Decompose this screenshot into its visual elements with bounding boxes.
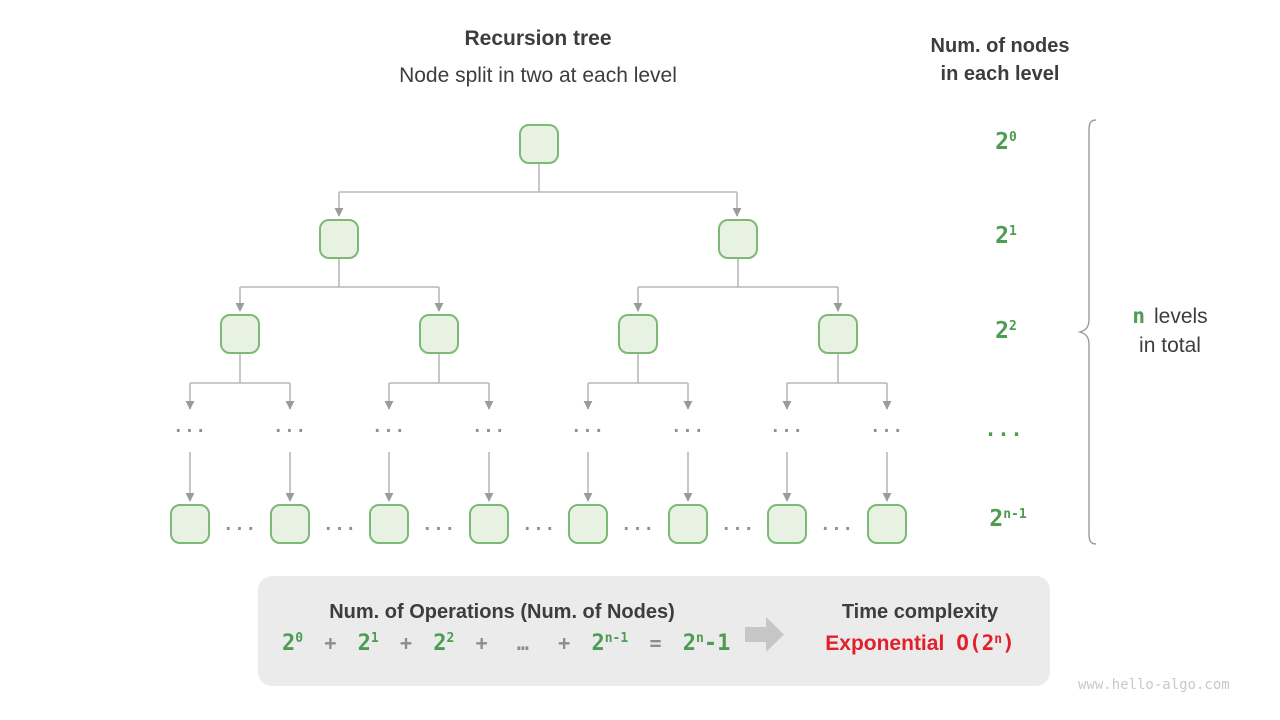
time-complexity-value: Exponential O(2n)	[770, 631, 1070, 656]
figure-title: Recursion tree	[464, 27, 612, 50]
tree-node	[718, 219, 758, 259]
level-count-ellipsis: ...	[984, 417, 1024, 441]
complexity-word: Exponential	[825, 632, 945, 655]
operations-formula: 20 + 21 + 22 + … + 2n-1 = 2n-1	[282, 631, 731, 656]
tree-ellipsis: ...	[273, 417, 307, 437]
tree-ellipsis: ...	[173, 417, 207, 437]
tree-ellipsis: ...	[422, 515, 456, 535]
tree-node	[618, 314, 658, 354]
tree-node	[220, 314, 260, 354]
summary-box-content: Num. of Operations (Num. of Nodes) 20 + …	[258, 576, 1050, 686]
level-count-2^0: 20	[995, 129, 1017, 155]
figure-subtitle: Node split in two at each level	[399, 64, 677, 87]
tree-ellipsis: ...	[820, 515, 854, 535]
tree-node	[369, 504, 409, 544]
tree-node	[319, 219, 359, 259]
level-count-2^1: 21	[995, 223, 1017, 249]
tree-ellipsis: ...	[721, 515, 755, 535]
right-column-header: Num. of nodes in each level	[930, 35, 1070, 85]
operations-title: Num. of Operations (Num. of Nodes)	[329, 601, 675, 623]
tree-ellipsis: ...	[870, 417, 904, 437]
big-o-notation: O(2n)	[956, 631, 1015, 655]
tree-node	[270, 504, 310, 544]
tree-ellipsis: ...	[323, 515, 357, 535]
tree-node	[469, 504, 509, 544]
tree-node	[419, 314, 459, 354]
tree-ellipsis: ...	[223, 515, 257, 535]
tree-node	[767, 504, 807, 544]
result-2^n-minus-1: 2n-1	[682, 631, 731, 656]
term-2^2: 22	[433, 631, 455, 656]
formula-ellipsis: …	[516, 631, 529, 655]
tree-node	[867, 504, 907, 544]
summary-box	[258, 576, 1050, 686]
term-2^n-1: 2n-1	[591, 631, 629, 656]
tree-ellipsis: ...	[472, 417, 506, 437]
level-count-2^2: 22	[995, 318, 1017, 344]
tree-ellipsis: ...	[571, 417, 605, 437]
site-watermark: www.hello-algo.com	[1078, 677, 1230, 693]
term-2^1: 21	[357, 631, 379, 656]
tree-node	[170, 504, 210, 544]
tree-ellipsis: ...	[671, 417, 705, 437]
levels-brace	[1077, 119, 1097, 545]
tree-ellipsis: ...	[621, 515, 655, 535]
tree-ellipsis: ...	[522, 515, 556, 535]
tree-ellipsis: ...	[770, 417, 804, 437]
tree-node	[568, 504, 608, 544]
tree-node	[818, 314, 858, 354]
level-count-2^n-1: 2n-1	[989, 506, 1027, 532]
term-2^0: 20	[282, 631, 304, 656]
n-variable: n	[1132, 304, 1145, 328]
time-complexity-title: Time complexity	[841, 601, 999, 623]
tree-ellipsis: ...	[372, 417, 406, 437]
tree-node	[519, 124, 559, 164]
tree-node	[668, 504, 708, 544]
tree-edges	[185, 164, 892, 502]
